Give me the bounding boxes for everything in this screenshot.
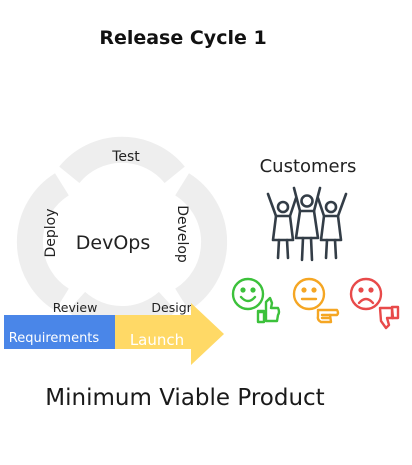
stage-develop-label: Develop — [174, 205, 190, 263]
requirements-bar — [4, 315, 115, 349]
ring-segment-right — [174, 173, 228, 311]
mvp-label: Minimum Viable Product — [45, 385, 324, 411]
ring-segment-top — [59, 136, 185, 184]
people-cheering-icon — [266, 186, 348, 262]
ring-segment-left — [16, 173, 70, 311]
neutral-face-pointing-icon — [292, 277, 340, 324]
requirements-label: Requirements — [9, 331, 100, 346]
stage-deploy-label: Deploy — [43, 208, 59, 257]
diagram-title: Release Cycle 1 — [99, 27, 266, 49]
sad-face-thumbs-down-icon — [349, 277, 400, 330]
stage-review-label: Review — [53, 300, 98, 315]
happy-face-thumbs-up-icon — [231, 277, 281, 324]
stage-design-label: Design — [151, 300, 194, 315]
customers-label: Customers — [260, 156, 357, 177]
stage-test-label: Test — [111, 149, 140, 165]
devops-cycle-ring — [16, 136, 228, 332]
launch-label: Launch — [130, 331, 184, 349]
devops-center-label: DevOps — [76, 232, 150, 254]
launch-arrow — [115, 303, 224, 365]
